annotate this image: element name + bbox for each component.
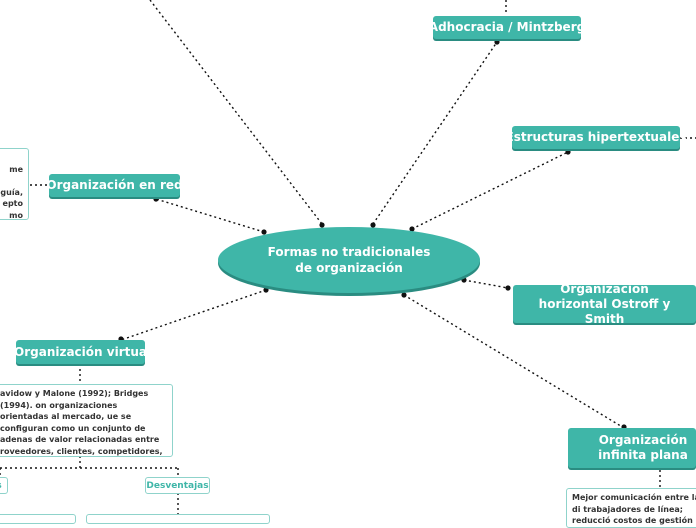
node-estructuras-hipertextuales-label: Estructuras hipertextuales — [505, 130, 687, 144]
node-organizacion-infinita[interactable]: Organización infinita plana — [568, 428, 696, 468]
central-topic[interactable]: Formas no tradicionales de organización — [218, 227, 480, 293]
node-estructuras-hipertextuales[interactable]: Estructuras hipertextuales — [506, 126, 686, 149]
node-organizacion-en-red-label: Organización en red — [46, 178, 183, 192]
note-organizacion-en-red: me guía, epto mo — [0, 148, 29, 220]
tag-ventajas-label: s — [0, 481, 2, 491]
node-organizacion-virtual[interactable]: Organización virtua — [14, 340, 147, 364]
note-organizacion-virtual-text: avidow y Malone (1992); Bridges (1994). … — [0, 389, 163, 456]
node-adhocracia[interactable]: Adhocracia / Mintzberg — [429, 16, 585, 39]
node-organizacion-virtual-label: Organización virtua — [14, 344, 147, 359]
note-organizacion-infinita: Mejor comunicación entre la di trabajado… — [566, 488, 696, 528]
note-organizacion-en-red-text: me guía, epto mo — [0, 164, 23, 220]
note-ventajas-stub — [0, 514, 76, 524]
node-organizacion-infinita-label: Organización infinita plana — [598, 433, 688, 462]
note-organizacion-infinita-text: Mejor comunicación entre la di trabajado… — [572, 493, 696, 525]
central-topic-label: Formas no tradicionales de organización — [267, 245, 431, 275]
node-adhocracia-label: Adhocracia / Mintzberg — [428, 20, 586, 34]
tag-desventajas[interactable]: Desventajas — [145, 477, 210, 494]
tag-desventajas-label: Desventajas — [146, 480, 209, 491]
tag-ventajas[interactable]: s — [0, 477, 8, 494]
note-organizacion-virtual: avidow y Malone (1992); Bridges (1994). … — [0, 384, 173, 457]
node-organizacion-horizontal[interactable]: Organización horizontal Ostroff y Smith — [513, 282, 696, 326]
node-organizacion-horizontal-label: Organización horizontal Ostroff y Smith — [538, 281, 671, 326]
node-organizacion-en-red[interactable]: Organización en red — [46, 174, 183, 197]
note-desventajas-stub — [86, 514, 270, 524]
